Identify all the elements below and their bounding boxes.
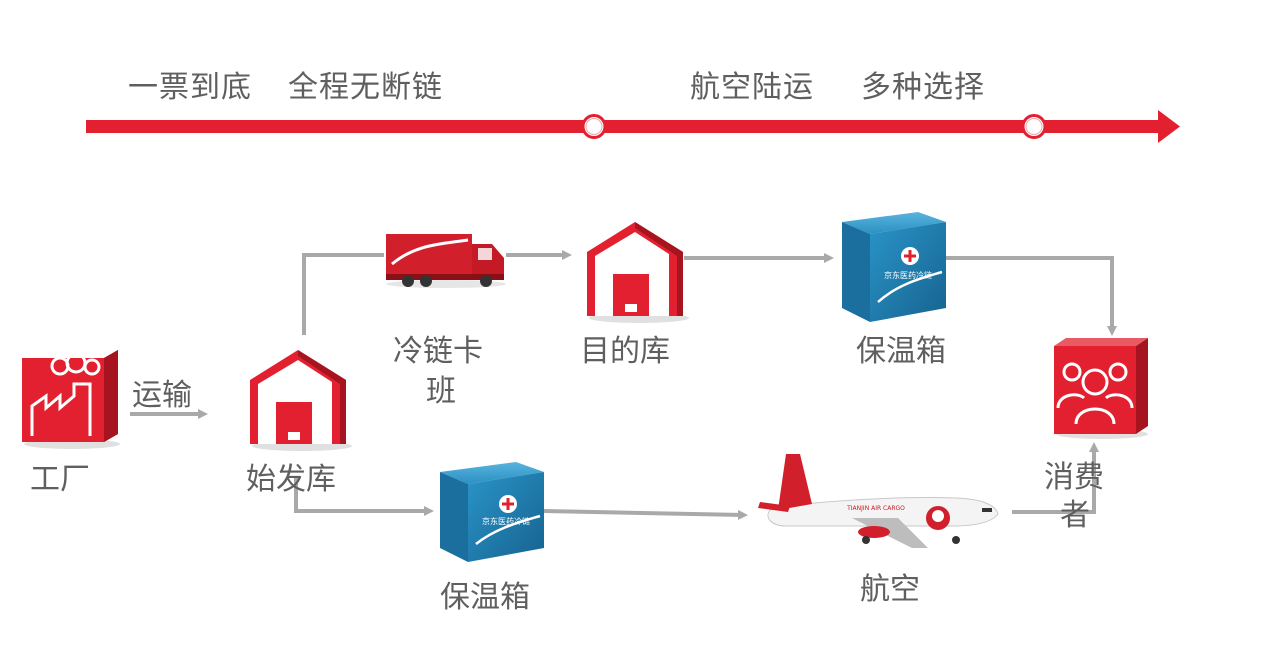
box-brand-text: 京东医药冷链	[884, 270, 932, 280]
warehouse-icon	[587, 222, 689, 323]
airplane-icon: TIANJIN AIR CARGO	[758, 454, 999, 548]
label-air: 航空	[860, 572, 920, 607]
label-destination-warehouse: 目的库	[580, 334, 670, 369]
label-insulated-box-bottom: 保温箱	[440, 580, 530, 615]
label-factory: 工厂	[30, 462, 90, 497]
warehouse-icon	[250, 350, 352, 451]
connector-origin-truck	[302, 253, 384, 335]
connector-box-air	[543, 509, 748, 520]
box-brand-text: 京东医药冷链	[482, 516, 530, 526]
connectors	[130, 250, 1117, 520]
connector-origin-box	[294, 478, 434, 516]
label-cold-truck-line1: 冷链卡	[393, 334, 483, 369]
timeline-bar	[86, 120, 1160, 133]
label-insulated-box-top: 保温箱	[856, 334, 946, 369]
consumers-icon	[1054, 338, 1148, 439]
plane-brand-text: TIANJIN AIR CARGO	[846, 505, 905, 512]
insulated-box-icon: 京东医药冷链	[842, 212, 946, 322]
label-transport: 运输	[132, 378, 192, 413]
label-origin-warehouse: 始发库	[246, 462, 336, 497]
timeline-arrowhead	[1158, 110, 1180, 143]
truck-icon	[386, 234, 506, 288]
timeline	[86, 110, 1180, 143]
label-cold-truck-line2: 班	[426, 374, 456, 409]
connector-air-consumer	[1012, 442, 1099, 514]
slogan-air-land: 航空陆运	[690, 70, 814, 105]
insulated-box-icon: 京东医药冷链	[440, 462, 544, 562]
label-consumer-line1: 消费	[1044, 460, 1104, 495]
label-consumer-line2: 者	[1060, 498, 1090, 533]
slogan-multiple-choice: 多种选择	[861, 70, 985, 105]
factory-icon	[22, 350, 120, 449]
slogan-no-break: 全程无断链	[288, 70, 443, 105]
connector-box-consumer	[946, 256, 1117, 336]
slogan-one-ticket: 一票到底	[128, 70, 252, 105]
